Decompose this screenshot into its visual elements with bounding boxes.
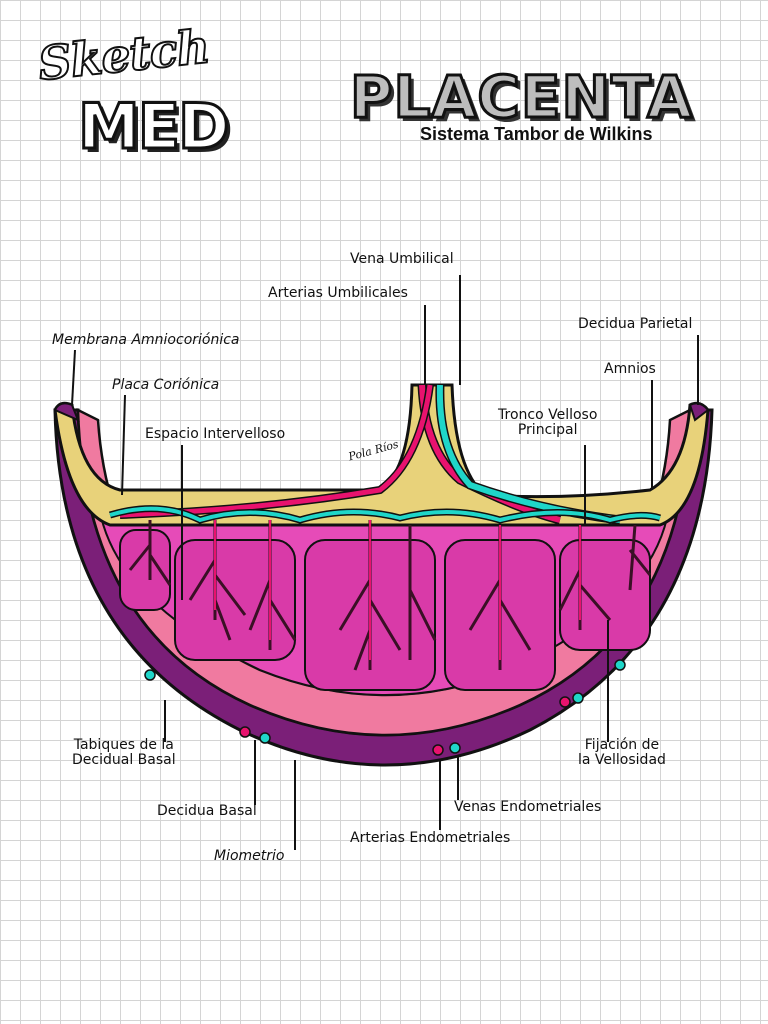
label-arterias-endometriales: Arterias Endometriales <box>350 830 511 846</box>
endometrial-vessels <box>144 659 626 756</box>
label-venas-endometriales: Venas Endometriales <box>454 799 602 815</box>
label-arterias-umbilicales: Arterias Umbilicales <box>268 285 408 301</box>
label-espacio-intervelloso: Espacio Intervelloso <box>145 426 286 442</box>
logo-med-text: MED <box>77 89 231 165</box>
sketchmed-logo: Sketch MED <box>35 18 231 165</box>
label-miometrio: Miometrio <box>214 848 285 864</box>
label-vena-umbilical: Vena Umbilical <box>350 251 454 267</box>
label-tabiques-line2: Decidual Basal <box>72 752 176 769</box>
endometrial-vein-dot <box>614 659 626 671</box>
label-fijacion-line2: la Vellosidad <box>578 752 666 769</box>
leader-membrana <box>71 349 76 406</box>
cotyledon <box>119 529 171 611</box>
label-decidua-basal: Decidua Basal <box>157 803 257 819</box>
page-title: PLACENTA <box>348 63 694 131</box>
label-tronco-line2: Principal <box>517 422 578 439</box>
page-subtitle: Sistema Tambor de Wilkins <box>420 124 653 144</box>
label-membrana-amniocorionica: Membrana Amniocoriónica <box>52 332 240 348</box>
label-tabiques: Tabiques de la Decidual Basal <box>72 737 176 769</box>
villus-stem <box>408 525 437 660</box>
label-amnios: Amnios <box>604 361 656 377</box>
endometrial-vein-dot <box>449 742 461 754</box>
amnion-right <box>688 402 710 422</box>
chorionic-vein-fill <box>109 506 661 523</box>
label-placa-corionica: Placa Coriónica <box>112 377 220 393</box>
endometrial-vein-dot <box>259 732 271 744</box>
endometrial-artery-dot <box>559 696 571 708</box>
chorionic-plate <box>53 383 710 527</box>
endometrial-vein-dot <box>144 669 156 681</box>
cotyledon <box>559 539 651 651</box>
label-tronco-line1: Tronco Velloso <box>498 407 598 423</box>
villus-stem <box>128 520 172 586</box>
villous-artery-branches <box>214 520 581 660</box>
endometrial-vein-dot <box>572 692 584 704</box>
leader-lines <box>71 275 699 850</box>
label-tabiques-line1: Tabiques de la <box>73 737 174 753</box>
villus-stem <box>628 524 652 591</box>
endometrial-artery-dot <box>432 744 444 756</box>
label-fijacion-line1: Fijación de <box>584 737 660 753</box>
label-fijacion: Fijación de la Vellosidad <box>578 737 666 769</box>
leader-placa <box>121 394 126 496</box>
label-decidua-parietal: Decidua Parietal <box>578 316 693 332</box>
endometrial-artery-dot <box>239 726 251 738</box>
umbilical-artery-2-fill <box>119 384 433 518</box>
label-tronco-velloso: Tronco Velloso Principal <box>498 407 598 439</box>
